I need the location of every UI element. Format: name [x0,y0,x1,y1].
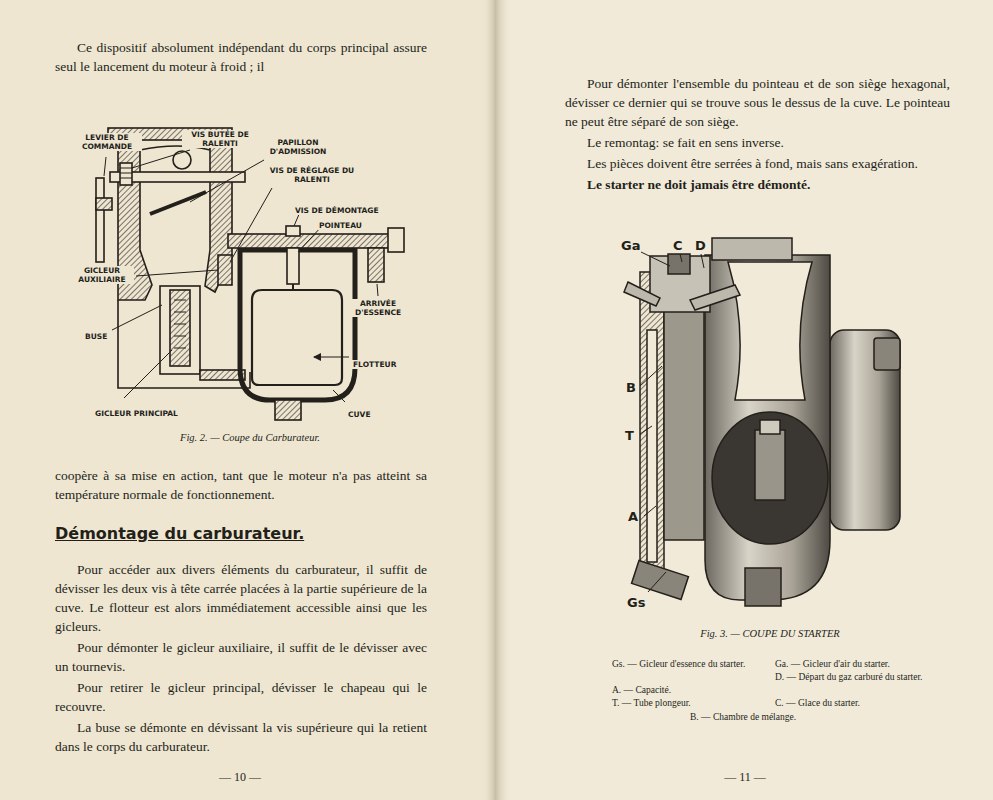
callout-letter: B [625,380,637,395]
part-label: VIS DE RÉGLAGE DU RALENTI [266,166,358,184]
starter-section [624,238,900,606]
text-holder: FLOTTEUR [352,353,397,371]
text-column: coopère à sa mise en action, tant que le… [55,466,427,758]
text-holder: GICLEUR PRINCIPAL [94,402,179,420]
text-holder: VIS DE DÉMONTAGE [294,199,380,217]
section-heading: Démontage du carburateur. [55,524,427,544]
text-holder: POINTEAU [318,214,363,232]
body-text: Le starter ne doit jamais être démonté. [565,175,950,194]
key-entry: Ga. — Gicleur d'air du starter. [775,658,955,670]
part-label: POINTEAU [318,221,363,230]
text-column: Pour démonter l'ensemble du pointeau et … [565,74,950,196]
text-holder: — 11 — [695,770,795,785]
text-holder: B. — Chambre de mélange. [690,711,850,723]
page-number: — 11 — [695,770,795,785]
text-holder: VIS BUTÉE DE RALENTI [182,130,258,148]
text-holder: C [672,236,684,254]
body-text: Le remontag: se fait en sens inverse. [565,133,950,152]
text-holder: D [694,236,707,254]
text-holder: Ga. — Gicleur d'air du starter. [775,658,955,670]
text-holder: BUSE [84,325,108,343]
text-holder: Fig. 2. — Coupe du Carburateur. [130,432,370,443]
callout-letter: Ga [620,238,641,253]
body-text: coopère à sa mise en action, tant que le… [55,466,427,504]
part-label: ARRIVÉE D'ESSENCE [344,299,412,317]
callout-letter: C [672,238,684,253]
figure-caption: Fig. 2. — Coupe du Carburateur. [130,432,370,443]
key-entry: T. — Tube plongeur. [612,697,762,709]
text-holder: CUVE [347,403,372,421]
text-holder: T [624,426,635,444]
figure-caption: Fig. 3. — COUPE DU STARTER [640,628,900,639]
leader-lines [104,150,378,402]
text-holder: A [627,507,639,525]
text-holder: B [625,378,637,396]
part-label: GICLEUR PRINCIPAL [94,409,179,418]
text-holder: VIS DE RÉGLAGE DU RALENTI [266,166,358,184]
key-entry: B. — Chambre de mélange. [690,711,850,723]
part-label: VIS DE DÉMONTAGE [294,206,380,215]
body-text: Pour démonter l'ensemble du pointeau et … [565,74,950,131]
text-holder: Ce dispositif absolument indépendant du … [55,38,427,78]
key-entry: D. — Départ du gaz carburé du starter. [775,671,945,683]
text-holder: LEVIER DE COMMANDE [72,133,142,151]
text-holder: — 10 — [190,770,290,785]
part-label: LEVIER DE COMMANDE [72,133,142,151]
text-holder: T. — Tube plongeur. [612,697,762,709]
body-text: Pour démonter le gicleur auxiliaire, il … [55,638,427,676]
body-text: Pour retirer le gicleur principal, dévis… [55,678,427,716]
carburettor-section [96,128,404,420]
body-text: Ce dispositif absolument indépendant du … [55,38,427,76]
text-holder: Ga [620,236,641,254]
text-holder: C. — Glace du starter. [775,697,955,709]
key-entry: Gs. — Gicleur d'essence du starter. [612,658,762,670]
part-label: PAPILLON D'ADMISSION [258,138,338,156]
key-entry: A. — Capacité. [612,684,762,696]
text-holder: PAPILLON D'ADMISSION [258,138,338,156]
part-label: FLOTTEUR [352,360,397,369]
callout-letter: D [694,238,707,253]
text-holder: ARRIVÉE D'ESSENCE [344,299,412,317]
part-label: GICLEUR AUXILIAIRE [70,266,134,284]
page-number: — 10 — [190,770,290,785]
part-label: BUSE [84,332,108,341]
callout-letter: A [627,509,639,524]
text-holder: GICLEUR AUXILIAIRE [70,266,134,284]
text-holder: Gs. — Gicleur d'essence du starter. [612,658,762,670]
callout-letter: T [624,428,635,443]
part-label: VIS BUTÉE DE RALENTI [182,130,258,148]
text-holder: Fig. 3. — COUPE DU STARTER [640,628,900,639]
part-label: CUVE [347,410,372,419]
body-text: Pour accéder aux divers éléments du carb… [55,560,427,636]
body-text: Les pièces doivent être serrées à fond, … [565,154,950,173]
text-holder: A. — Capacité. [612,684,762,696]
callout-letter: Gs [626,595,646,610]
body-text: La buse se démonte en dévissant la vis s… [55,718,427,756]
text-holder: Gs [626,593,646,611]
text-holder: D. — Départ du gaz carburé du starter. [775,671,945,683]
key-entry: C. — Glace du starter. [775,697,955,709]
leader-lines [640,252,704,592]
